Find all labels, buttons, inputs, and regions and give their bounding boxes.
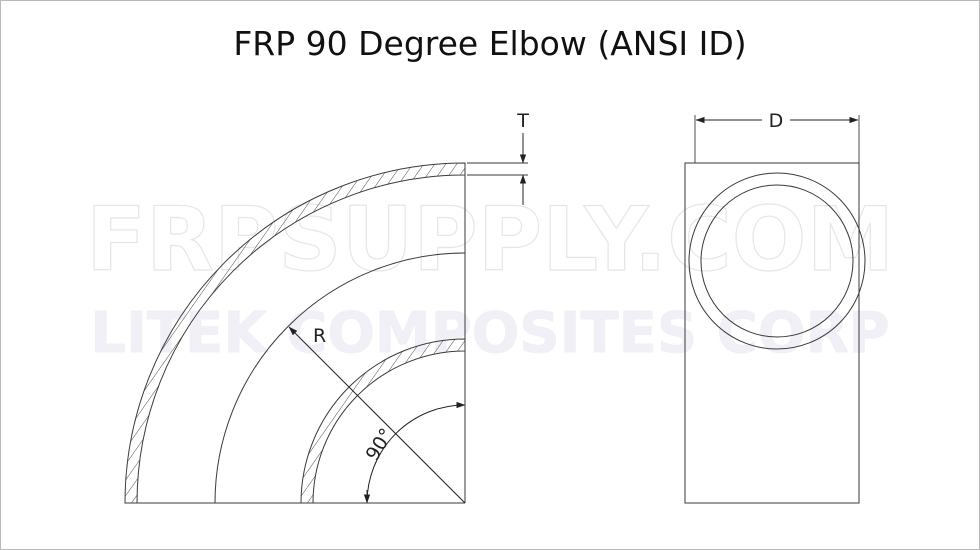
thickness-label: T — [516, 110, 529, 132]
diameter-label: D — [769, 110, 784, 132]
elbow-centerline-arc — [214, 252, 466, 504]
page-title: FRP 90 Degree Elbow (ANSI ID) — [233, 24, 747, 63]
watermark-company: LITEK COMPOSITES CORP — [90, 301, 889, 366]
end-view-inner-circle — [700, 184, 854, 338]
end-view-outer-circle — [688, 172, 866, 350]
radius-dimension-line — [288, 326, 466, 504]
watermark-site: FRPSUPPLY.COM — [86, 188, 894, 291]
radius-label: R — [313, 325, 326, 347]
end-view-outline — [684, 162, 860, 504]
